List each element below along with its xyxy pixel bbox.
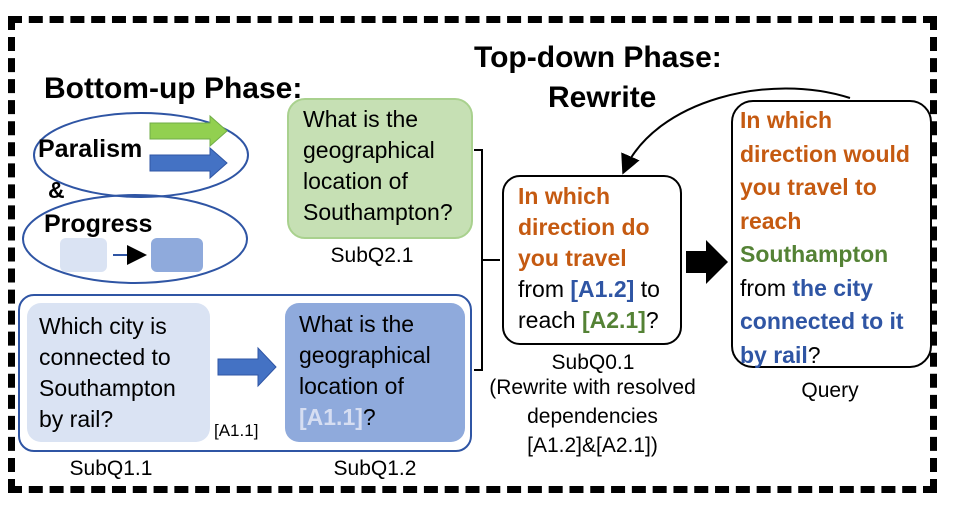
progress-box-light	[60, 238, 107, 272]
subq0-1-label: SubQ0.1	[551, 351, 635, 374]
subq1-1-line: Which city is	[39, 313, 167, 339]
subq2-1-box: What is the geographical location of Sou…	[287, 98, 473, 239]
curved-arrow-icon	[621, 87, 851, 175]
query-blue-line: by rail	[740, 341, 808, 368]
subq2-1-line: geographical	[303, 137, 435, 163]
subq0-1-ref1: [A1.2]	[570, 276, 635, 302]
subq1-2-box: What is the geographical location of [A1…	[285, 303, 465, 442]
query-orange-line: reach	[740, 207, 802, 234]
subq1-2-qmark: ?	[362, 404, 376, 430]
subq1-2-ref: [A1.1]	[299, 404, 363, 430]
rewrite-title: Rewrite	[548, 81, 657, 114]
subq2-1-label: SubQ2.1	[330, 244, 414, 267]
subq0-1-qmark: ?	[645, 307, 659, 333]
query-blue-line: the city	[792, 274, 873, 301]
legend-paralism: Paralism	[38, 135, 143, 163]
paralism-ellipse	[33, 112, 249, 198]
big-black-arrow-icon	[686, 240, 728, 284]
query-orange-line: you travel to	[740, 174, 877, 200]
subq1-2-label: SubQ1.2	[333, 457, 417, 480]
query-from: from	[740, 274, 786, 301]
subq2-1-line: What is the	[303, 106, 419, 132]
blue-arrow-icon	[149, 146, 228, 180]
query-label: Query	[801, 379, 859, 402]
subq0-1-box: In which direction do you travel from [A…	[502, 175, 682, 345]
caption-line: (Rewrite with resolved	[489, 376, 696, 399]
subq0-1-caption: (Rewrite with resolved dependencies [A1.…	[480, 373, 705, 460]
query-box: In which direction would you travel to r…	[731, 100, 932, 368]
subq2-1-line: Southampton?	[303, 199, 453, 225]
subq0-1-reach: reach	[518, 307, 576, 333]
progress-box-dark	[151, 238, 203, 272]
top-down-title: Top-down Phase:	[474, 41, 722, 74]
subq1-1-label: SubQ1.1	[69, 457, 153, 480]
subq0-1-orange-line: direction do	[518, 214, 650, 240]
subq1-1-line: connected to	[39, 344, 171, 370]
subq2-1-line: location of	[303, 168, 408, 194]
green-arrow-icon	[149, 114, 228, 148]
subq0-1-orange-line: you travel	[518, 245, 627, 271]
subq1-2-line: geographical	[299, 342, 431, 368]
caption-line: dependencies	[527, 405, 658, 428]
subq1-1-line: by rail?	[39, 406, 114, 432]
query-green: Southampton	[740, 241, 889, 267]
query-orange-line: In which	[740, 107, 832, 133]
subq1-2-line: What is the	[299, 311, 415, 337]
query-blue-line: connected to it	[740, 308, 904, 334]
caption-line: [A1.2]&[A2.1])	[527, 434, 658, 457]
dashed-frame	[8, 16, 937, 493]
progress-ellipse	[22, 194, 248, 284]
subq0-1-orange-line: In which	[518, 183, 610, 209]
subq0-1-from: from	[518, 276, 564, 302]
subq0-1-to: to	[640, 276, 660, 302]
legend-progress: Progress	[44, 210, 153, 238]
a1-1-arrow-label: [A1.1]	[214, 421, 259, 440]
subq1-1-line: Southampton	[39, 375, 176, 401]
subq1-1-box: Which city is connected to Southampton b…	[27, 303, 210, 442]
merge-bracket	[474, 149, 500, 371]
bottom-up-title: Bottom-up Phase:	[44, 72, 303, 105]
bottom-up-container	[18, 294, 472, 452]
query-qmark: ?	[807, 341, 821, 368]
subq-arrow-icon	[217, 346, 277, 388]
subq1-2-line: location of	[299, 373, 404, 399]
query-orange-line: direction would	[740, 140, 910, 167]
legend-ampersand: &	[48, 177, 65, 203]
subq0-1-ref2: [A2.1]	[581, 307, 646, 333]
